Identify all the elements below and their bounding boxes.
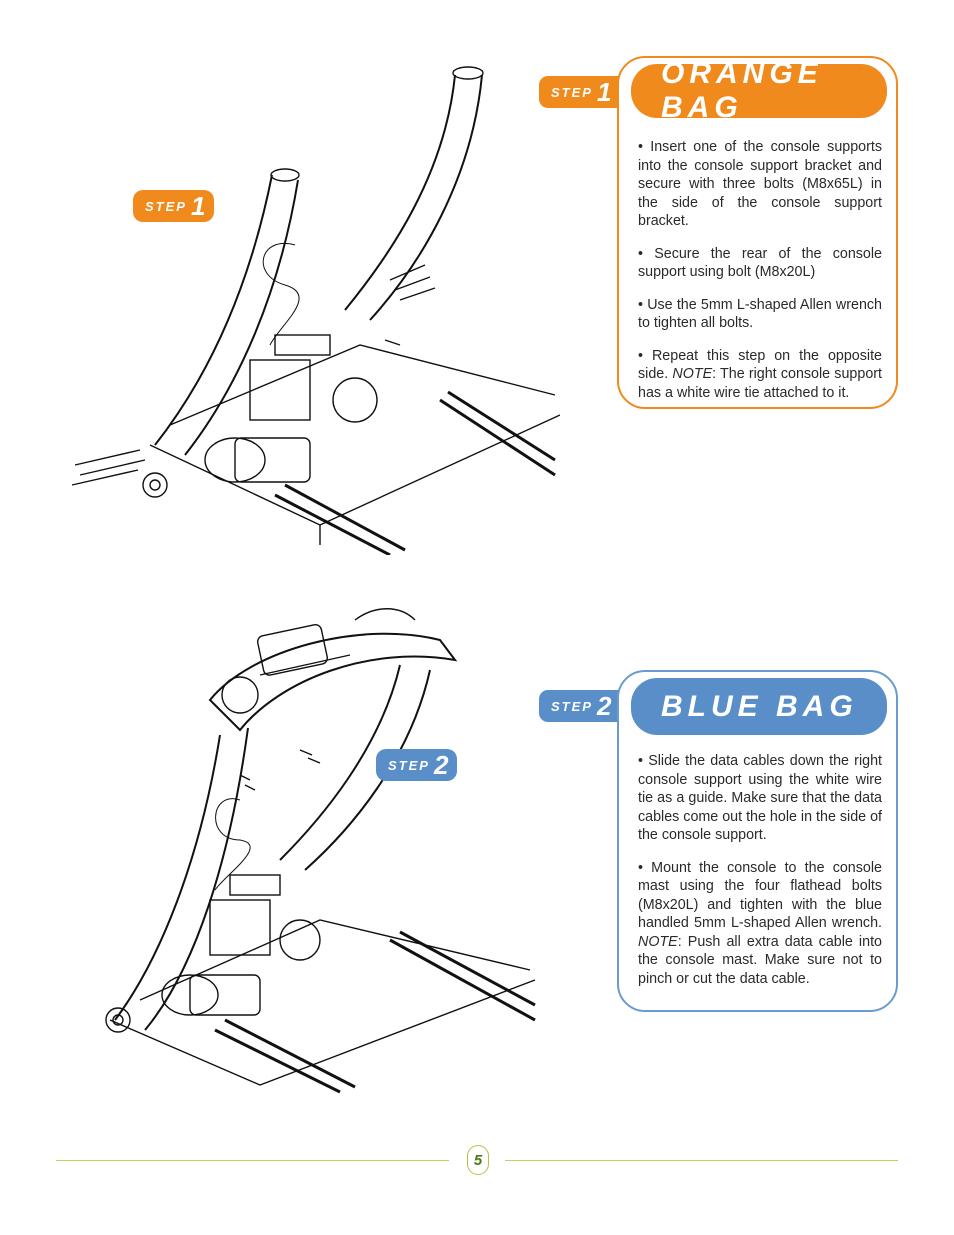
page-number: 5 [467, 1145, 489, 1175]
note-text-after: : Push all extra data cable into the con… [638, 933, 882, 987]
step2-banner-title: BLUE BAG [631, 678, 887, 735]
step2-assembly-diagram [105, 608, 536, 1094]
footer-rule-right [505, 1160, 898, 1161]
instruction-paragraph: • Secure the rear of the console support… [638, 245, 882, 281]
step1-instructions: • Insert one of the console supports int… [638, 138, 882, 416]
instruction-paragraph: • Use the 5mm L-shaped Allen wrench to t… [638, 296, 882, 332]
page-number-text: 5 [473, 1151, 483, 1169]
note-text-before: • Mount the console to the console mast … [638, 859, 882, 932]
step-badge-word: STEP [551, 698, 593, 714]
instruction-paragraph-note: • Mount the console to the console mast … [638, 859, 882, 989]
step2-instructions: • Slide the data cables down the right c… [638, 752, 882, 1002]
instruction-paragraph-note: • Repeat this step on the opposite side.… [638, 347, 882, 403]
banner-title-text: ORANGE BAG [661, 57, 823, 124]
step-badge-number: 1 [190, 191, 206, 221]
step1-panel-badge: STEP 1 [539, 76, 621, 108]
instruction-paragraph: • Slide the data cables down the right c… [638, 753, 882, 843]
step-badge-word: STEP [551, 84, 593, 100]
note-label: NOTE [672, 366, 713, 382]
step-badge-number: 1 [596, 77, 612, 107]
note-text-before: • Repeat this step on the opposite side. [638, 347, 882, 383]
step1-assembly-diagram [71, 66, 560, 555]
step2-diagram-badge: STEP 2 [376, 749, 457, 781]
footer-rule-left [56, 1160, 449, 1161]
step-badge-word: STEP [388, 757, 430, 773]
step-badge-number: 2 [433, 750, 449, 780]
banner-title-text: BLUE BAG [661, 689, 858, 723]
step2-panel-badge: STEP 2 [539, 690, 621, 722]
step1-banner-title: ORANGE BAG [631, 57, 887, 124]
note-text-after: : The right console support has a white … [638, 366, 882, 401]
step-badge-number: 2 [596, 691, 612, 721]
note-label: NOTE [638, 933, 678, 950]
instruction-paragraph: • Insert one of the console supports int… [638, 139, 882, 229]
step-badge-word: STEP [145, 198, 187, 214]
step1-diagram-badge: STEP 1 [133, 190, 214, 222]
